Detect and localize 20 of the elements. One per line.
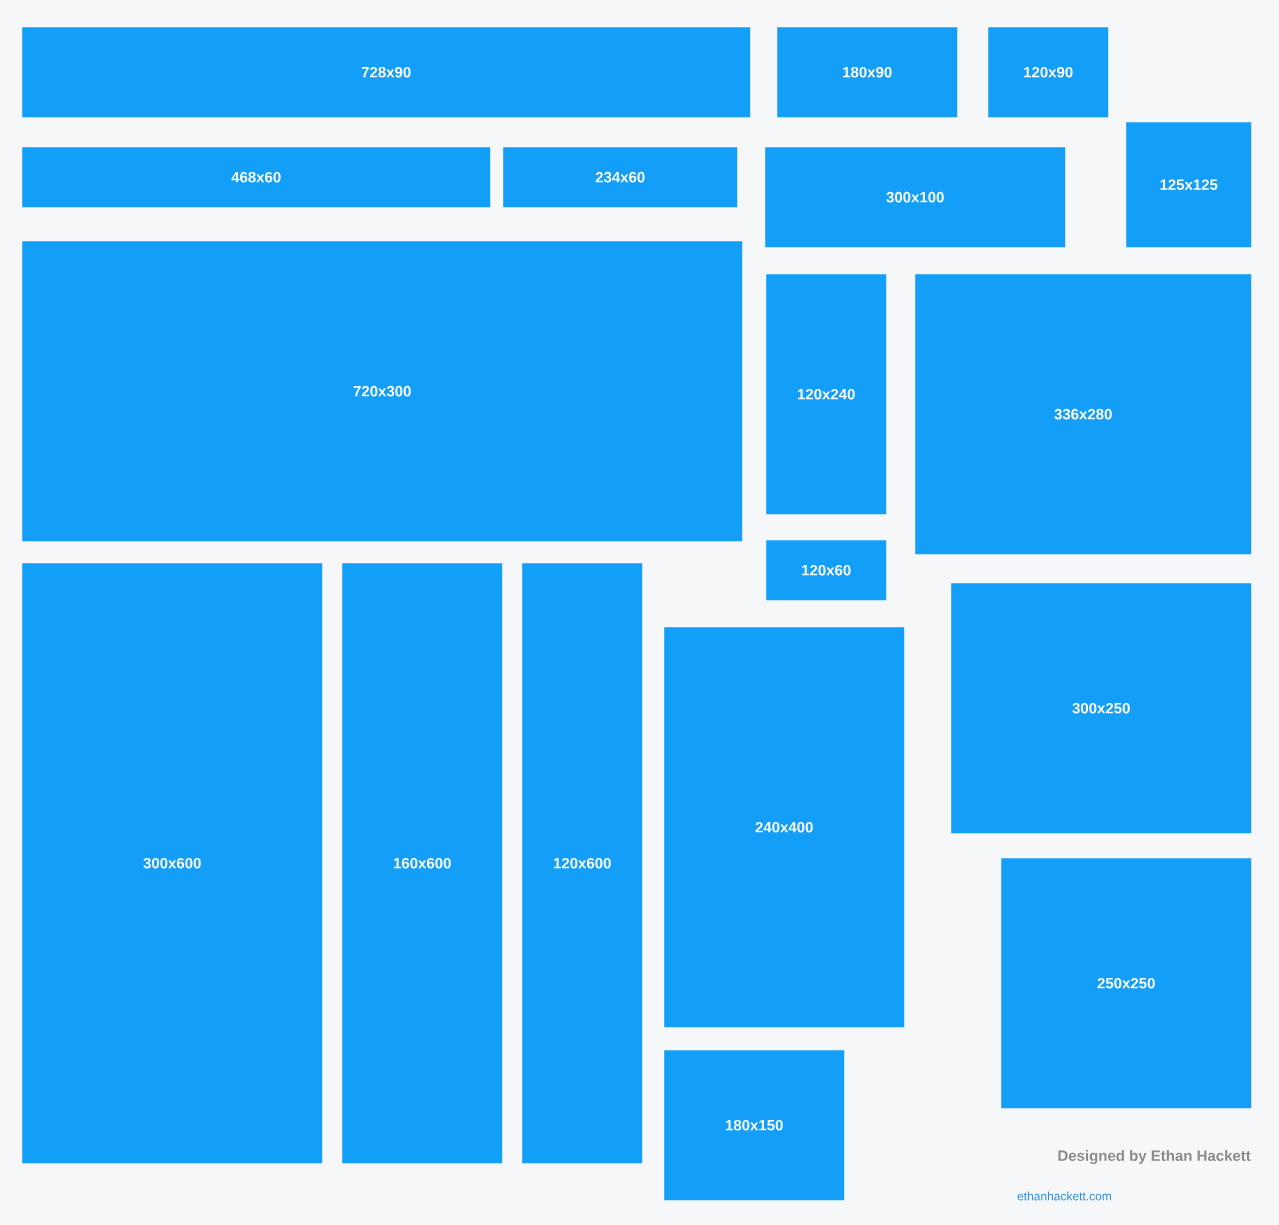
credit-text: Designed by Ethan Hackett — [1058, 1150, 1251, 1165]
ad-box: 728x90 — [22, 27, 751, 118]
ad-box: 120x90 — [988, 27, 1109, 118]
ad-box: 300x100 — [765, 147, 1066, 248]
ad-box: 180x90 — [777, 27, 958, 118]
ad-box: 160x600 — [342, 563, 503, 1164]
ad-box: 120x60 — [766, 540, 887, 601]
ad-box: 180x150 — [664, 1050, 845, 1201]
ad-box: 125x125 — [1126, 122, 1252, 248]
ad-box: 250x250 — [1001, 858, 1252, 1109]
ad-box: 120x600 — [522, 563, 643, 1164]
ad-box: 468x60 — [22, 147, 491, 208]
ad-box: 336x280 — [915, 274, 1252, 555]
ad-box: 300x600 — [22, 563, 323, 1164]
ad-box: 234x60 — [503, 147, 738, 208]
ad-box: 120x240 — [766, 274, 887, 515]
ad-box: 720x300 — [22, 241, 743, 542]
ad-box: 300x250 — [951, 583, 1252, 834]
ad-box: 240x400 — [664, 627, 905, 1028]
web-link: ethanhackett.com — [1017, 1191, 1111, 1201]
